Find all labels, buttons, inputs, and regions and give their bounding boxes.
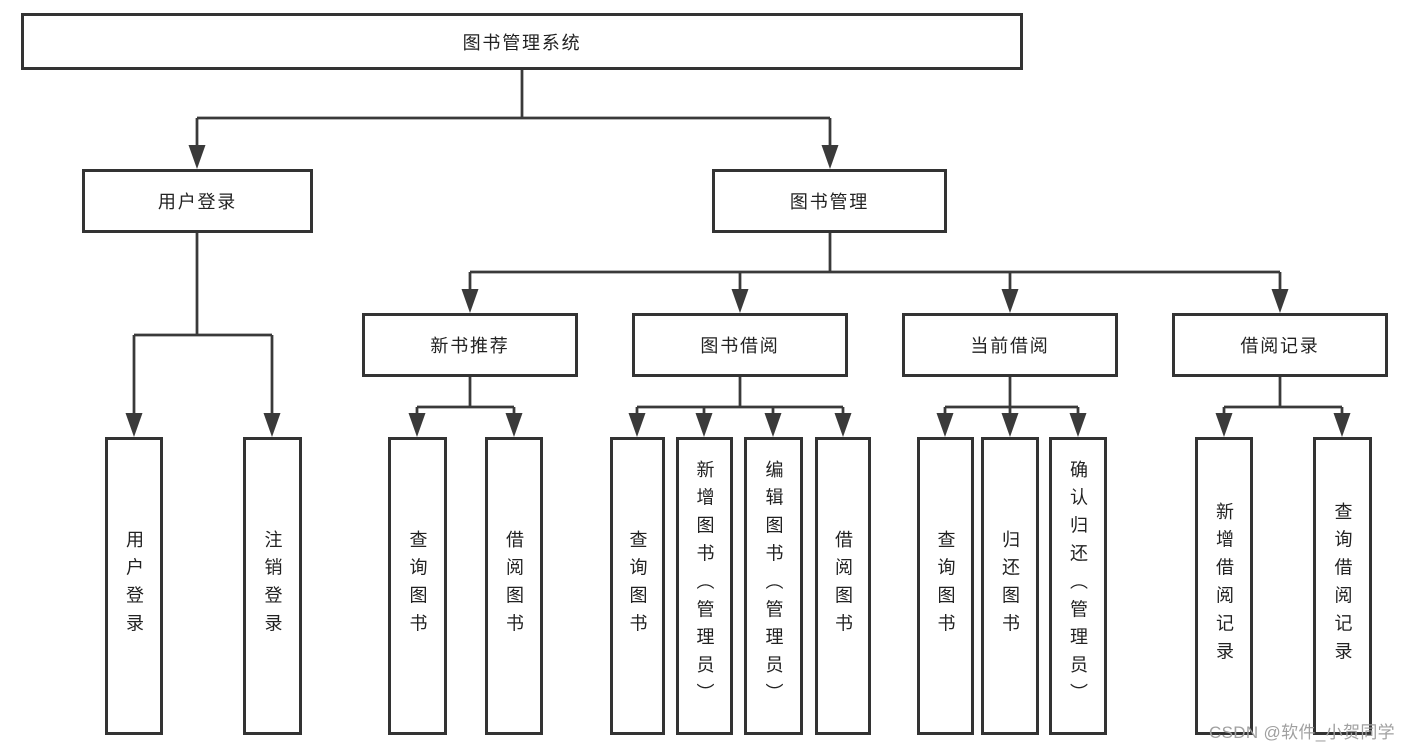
node-label-leaf-return-book: 归还图书 [1000,530,1020,642]
node-leaf-recommend-borrow: 借阅图书 [485,437,543,735]
node-label-borrow-records: 借阅记录 [1240,336,1320,356]
arrowhead-icon [125,413,143,437]
node-leaf-logout: 注销登录 [243,437,302,735]
arrowhead-icon [461,289,479,313]
arrowhead-icon [505,413,523,437]
node-new-book-recommend: 新书推荐 [362,313,578,377]
arrowhead-icon [188,145,206,169]
node-book-borrow: 图书借阅 [632,313,848,377]
arrowhead-icon [1069,413,1087,437]
node-label-leaf-logout: 注销登录 [262,530,283,642]
node-leaf-query-borrow-record: 查询借阅记录 [1313,437,1372,735]
csdn-watermark: CSDN @软件_小贺同学 [1208,723,1395,742]
node-label-leaf-add-book-admin: 新增图书（管理员） [694,460,715,712]
node-leaf-borrow-book: 借阅图书 [815,437,871,735]
arrowhead-icon [1001,289,1019,313]
arrowhead-icon [764,413,782,437]
node-leaf-edit-book-admin: 编辑图书（管理员） [744,437,803,735]
node-label-leaf-query-borrow-record: 查询借阅记录 [1332,502,1353,670]
arrowhead-icon [695,413,713,437]
node-label-leaf-recommend-query: 查询图书 [407,530,428,642]
node-label-leaf-user-login: 用户登录 [124,530,144,642]
node-leaf-add-book-admin: 新增图书（管理员） [676,437,733,735]
arrowhead-icon [936,413,954,437]
node-label-leaf-edit-book-admin: 编辑图书（管理员） [763,460,784,712]
node-borrow-records: 借阅记录 [1172,313,1388,377]
node-root: 图书管理系统 [21,13,1023,70]
node-book-management: 图书管理 [712,169,947,233]
node-label-leaf-borrow-book: 借阅图书 [833,530,853,642]
arrowhead-icon [263,413,281,437]
arrowhead-icon [408,413,426,437]
node-user-login: 用户登录 [82,169,313,233]
arrowhead-icon [628,413,646,437]
node-label-leaf-add-borrow-record: 新增借阅记录 [1214,502,1234,670]
node-label-book-borrow: 图书借阅 [700,336,780,356]
arrowhead-icon [834,413,852,437]
node-leaf-confirm-return: 确认归还（管理员） [1049,437,1107,735]
node-label-leaf-confirm-return: 确认归还（管理员） [1068,460,1088,712]
arrowhead-icon [1271,289,1289,313]
node-leaf-add-borrow-record: 新增借阅记录 [1195,437,1253,735]
arrowhead-icon [1001,413,1019,437]
node-current-borrow: 当前借阅 [902,313,1118,377]
node-label-leaf-borrow-query: 查询图书 [627,530,648,642]
node-label-leaf-current-query: 查询图书 [935,530,956,642]
node-label-current-borrow: 当前借阅 [970,336,1050,356]
node-leaf-borrow-query: 查询图书 [610,437,665,735]
node-leaf-recommend-query: 查询图书 [388,437,447,735]
arrowhead-icon [821,145,839,169]
arrowhead-icon [1333,413,1351,437]
node-label-user-login: 用户登录 [157,192,238,212]
node-label-leaf-recommend-borrow: 借阅图书 [504,530,524,642]
node-leaf-return-book: 归还图书 [981,437,1039,735]
node-leaf-current-query: 查询图书 [917,437,974,735]
arrowhead-icon [731,289,749,313]
node-label-root: 图书管理系统 [462,32,582,53]
node-leaf-user-login: 用户登录 [105,437,163,735]
arrowhead-icon [1215,413,1233,437]
node-label-new-book-recommend: 新书推荐 [430,336,510,356]
node-label-book-management: 图书管理 [789,192,870,212]
